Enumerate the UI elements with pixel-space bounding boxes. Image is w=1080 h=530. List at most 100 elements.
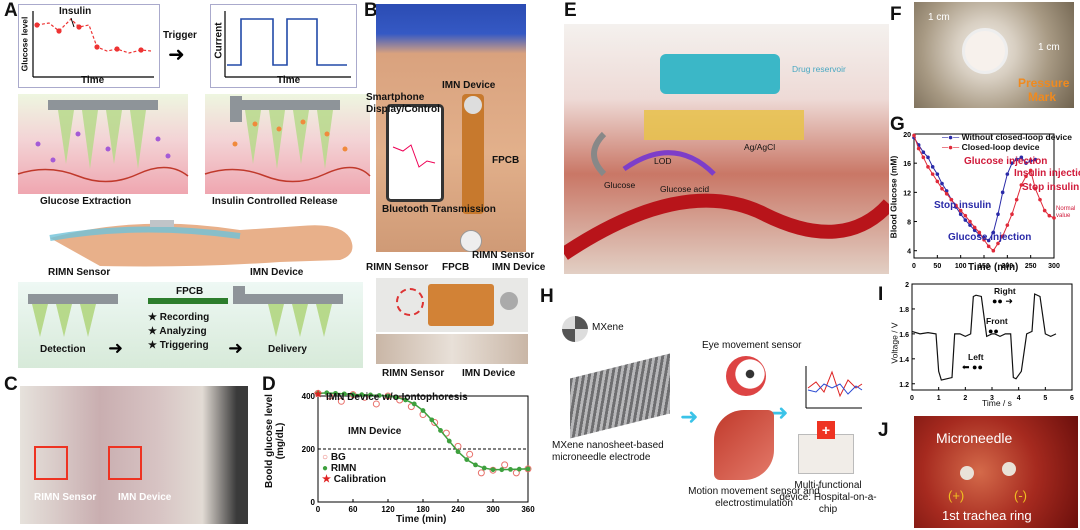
hospital-icon: + — [798, 421, 854, 474]
glucose-extraction-label: Glucose Extraction — [40, 196, 132, 207]
chart-d-annotation-top: IMN Device w/o Iontophoresis — [326, 392, 468, 403]
legend-text: RIMN — [330, 463, 357, 474]
eye-sensor-label: Eye movement sensor — [702, 340, 802, 351]
y-tick-label: 200 — [302, 445, 316, 454]
stop-insulin-right: Stop insulin — [1022, 182, 1080, 193]
data-point — [926, 165, 930, 169]
data-point — [912, 133, 916, 138]
data-point-bg — [501, 461, 509, 469]
y-tick-label: 2 — [905, 282, 909, 289]
device-cross-section: FPCB ★ Recording ★ Analyzing ★ Triggerin… — [18, 282, 363, 368]
arm-illustration — [40, 218, 360, 272]
drug-reservoir-label: Drug reservoir — [792, 64, 846, 74]
data-point — [986, 238, 991, 243]
bullet-text: Analyzing — [159, 326, 207, 337]
data-point-rimn — [420, 408, 426, 413]
data-point — [1028, 159, 1033, 163]
mxene-label: MXene — [592, 322, 624, 333]
glucose-mini-svg — [32, 11, 154, 78]
legend-item-closed: ─●─ Closed-loop device — [942, 142, 1072, 152]
microneedle-label: Microneedle — [936, 430, 1013, 446]
data-point — [958, 208, 963, 213]
panel-e: E Drug reservoir LOD Ag/AgCl Glucose Glu… — [540, 0, 890, 276]
data-point — [944, 192, 949, 196]
red-cross-icon: + — [817, 421, 835, 439]
data-point — [1033, 157, 1038, 162]
microneedle-electrode — [570, 353, 670, 439]
panel-letter: C — [4, 374, 18, 395]
data-point — [949, 197, 954, 202]
data-point-rimn — [473, 462, 478, 468]
panel-c: C RIMN Sensor IMN Device — [0, 374, 256, 530]
x-tick-label: 240 — [451, 505, 465, 514]
hospital-text: Multi-functional device: Hospital-on-a-c… — [779, 480, 877, 515]
data-point-bg — [477, 469, 485, 477]
rimn-highlight — [396, 288, 424, 316]
data-point — [944, 189, 949, 193]
legend-item-calibration: ★ Calibration — [322, 474, 386, 485]
chart-d-xlabel: Time (min) — [396, 514, 447, 525]
y-tick-label: 4 — [907, 249, 911, 256]
data-point-bg — [466, 450, 474, 458]
mark-label: Mark — [1028, 90, 1057, 104]
rimn-sensor-label: RIMN Sensor — [366, 262, 429, 273]
electrode-label: MXene nanosheet-based microneedle electr… — [552, 440, 682, 464]
x-tick-label: 300 — [486, 505, 500, 514]
y-tick-label: 8 — [907, 220, 911, 227]
x-tick-label: 1 — [937, 395, 941, 402]
rimn-sensor-label: RIMN Sensor — [382, 368, 445, 379]
fpcb-board — [428, 284, 494, 326]
x-tick-label: 180 — [416, 505, 430, 514]
device-disc — [962, 28, 1008, 74]
data-point-rimn — [333, 390, 338, 396]
minus-electrode-label: (-) — [1014, 488, 1027, 503]
microneedle-render: Drug reservoir LOD Ag/AgCl Glucose Gluco… — [564, 24, 889, 274]
rat-photo: RIMN Sensor IMN Device — [20, 386, 248, 524]
data-point — [935, 179, 940, 184]
data-point — [996, 241, 1000, 246]
release-illustration — [204, 94, 371, 194]
data-point — [958, 212, 963, 217]
data-point-rimn — [368, 392, 373, 398]
panel-a: A Insulin Time Glucose level Trigger ➜ C… — [0, 0, 371, 372]
data-point — [1038, 197, 1042, 202]
y-tick-label: 1.8 — [899, 307, 909, 314]
delivery-label: Delivery — [268, 344, 307, 355]
eyes-front-icon: ●● — [988, 326, 999, 336]
data-point — [1033, 186, 1038, 191]
bluetooth-label: Bluetooth Transmission — [382, 204, 496, 215]
fpcb-label: FPCB — [176, 286, 204, 297]
phone-plot — [392, 144, 436, 168]
data-point — [963, 218, 968, 222]
data-point — [1052, 216, 1056, 220]
data-point-rimn — [525, 466, 531, 472]
stop-insulin-left: Stop insulin — [934, 200, 992, 211]
y-tick-label: 400 — [302, 392, 316, 401]
reservoir-base — [644, 110, 804, 140]
panel-letter: G — [890, 114, 905, 135]
data-point-rimn — [481, 465, 487, 471]
bullet-text: Recording — [159, 312, 210, 323]
arrow-right-icon: ➜ — [108, 338, 124, 358]
data-point — [968, 219, 972, 224]
chart-d-ylabel-text: Boold glucose level (mg/dL) — [264, 394, 286, 488]
data-point — [991, 248, 996, 253]
data-point-rimn — [516, 466, 522, 472]
data-point — [916, 146, 921, 151]
legend-text: Calibration — [333, 474, 386, 485]
rimn-sensor-label: RIMN Sensor — [472, 250, 535, 261]
series-line — [913, 137, 1036, 242]
arrow-right-icon: ➜ — [680, 404, 699, 429]
glucose-label: Glucose — [604, 180, 636, 190]
panel-letter: F — [890, 4, 902, 25]
chart-g-xlabel: Time (min) — [968, 262, 1019, 273]
data-point — [930, 165, 935, 169]
x-tick-label: 360 — [521, 505, 535, 514]
x-tick-label: 5 — [1043, 395, 1047, 402]
data-point-rimn — [429, 417, 435, 423]
data-point — [930, 172, 935, 176]
legend-marker: ○ — [322, 452, 329, 463]
chart-i-ylabel: Voltage / V — [889, 322, 900, 364]
arm-svg — [49, 220, 353, 267]
